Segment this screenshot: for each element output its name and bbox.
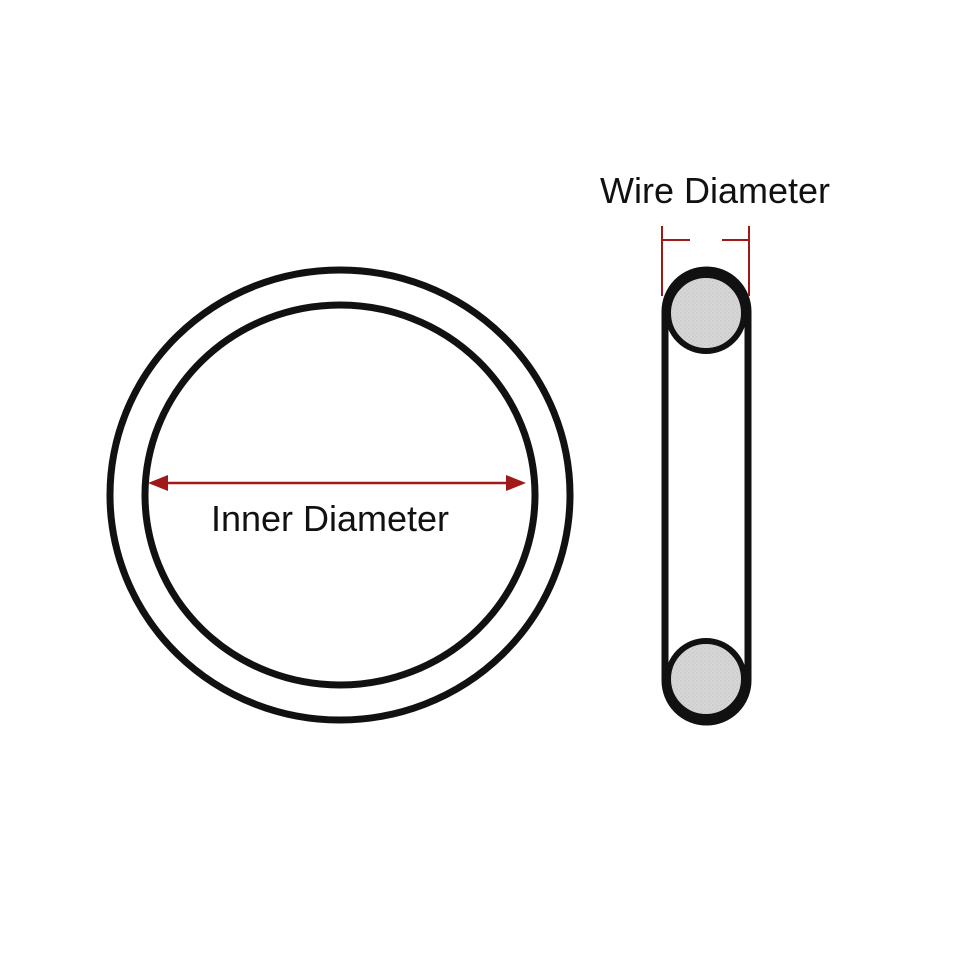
o-ring-front-view <box>106 266 574 724</box>
wire-cross-section-top <box>665 272 747 354</box>
o-ring-side-body <box>661 266 752 726</box>
inner-diameter-arrow <box>148 475 526 491</box>
wire-cross-section-bottom <box>665 638 747 720</box>
wire-diameter-label: Wire Diameter <box>600 170 830 211</box>
o-ring-side-view <box>661 266 752 726</box>
o-ring-outer-edge <box>106 266 574 724</box>
inner-diameter-arrowhead-left <box>148 475 168 491</box>
o-ring-inner-edge <box>141 301 539 689</box>
wire-diameter-dimension <box>661 226 750 296</box>
inner-diameter-label: Inner Diameter <box>211 498 449 539</box>
inner-diameter-arrowhead-right <box>506 475 526 491</box>
